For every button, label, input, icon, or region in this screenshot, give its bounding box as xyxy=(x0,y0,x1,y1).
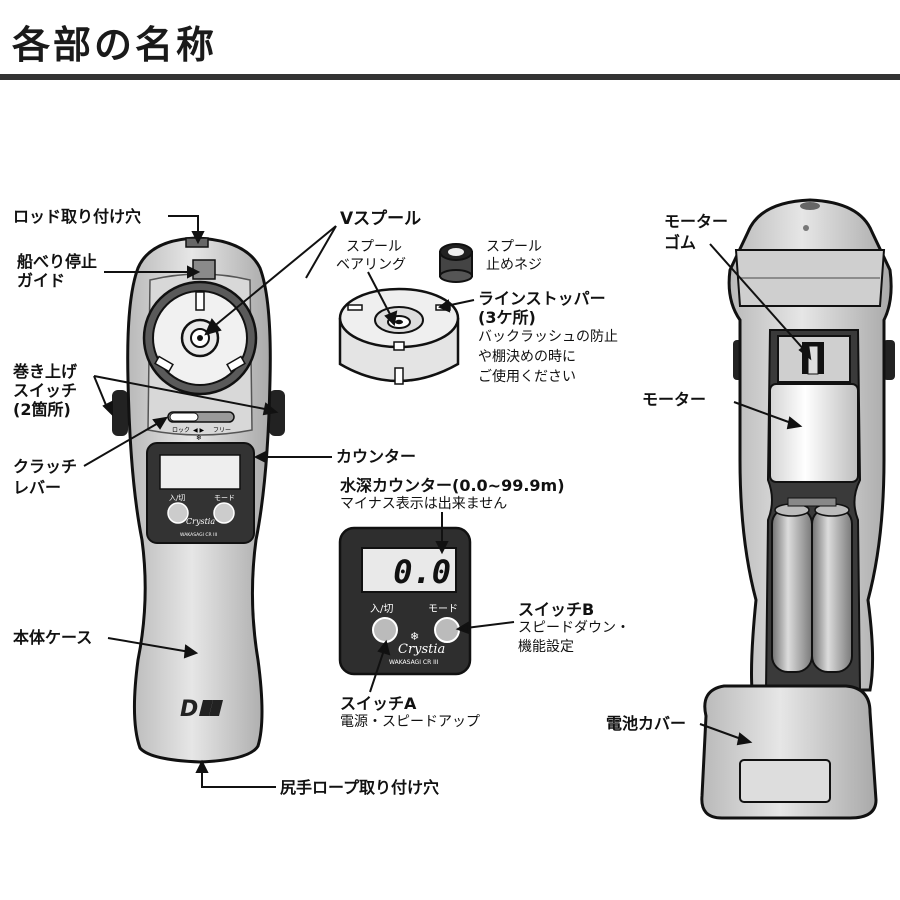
right-leader-lines xyxy=(699,243,812,746)
label-motor-rubber-line2: ゴム xyxy=(664,233,697,252)
label-spool-bearing-line1: スプール xyxy=(346,239,402,255)
title-underline xyxy=(0,74,900,80)
front-button-a-label: 入/切 xyxy=(169,494,185,502)
front-switch-b xyxy=(213,502,235,524)
label-spool-screw-line1: スプール xyxy=(486,239,542,255)
label-depth-counter: 水深カウンター(0.0~99.9m) xyxy=(340,476,565,495)
depth-counter-value: 0.0 xyxy=(393,553,451,591)
label-v-spool: Vスプール xyxy=(340,209,422,229)
clutch-lock-label: ロック xyxy=(172,427,190,434)
label-switch-b-desc2: 機能設定 xyxy=(518,639,574,655)
snowflake-icon: ❄ xyxy=(410,630,419,643)
spool-screw-icon xyxy=(439,243,473,283)
model-label: WAKASAGI CR III xyxy=(389,659,439,666)
switch-b-caption: モード xyxy=(428,604,458,615)
label-battery-cover: 電池カバー xyxy=(606,714,687,733)
front-brand-label: Crystia xyxy=(186,517,215,526)
windup-switch-left xyxy=(112,390,128,436)
label-switch-a: スイッチA xyxy=(340,694,417,713)
label-switch-a-desc: 電源・スピードアップ xyxy=(340,714,480,730)
label-spool-bearing-line2: ベアリング xyxy=(336,257,406,273)
counter-closeup: 0.0 入/切 モード ❄ Crystia WAKASAGI CR III xyxy=(338,526,472,676)
counter-display xyxy=(159,454,241,490)
front-button-b-label: モード xyxy=(214,494,235,502)
label-line-stopper-desc1: バックラッシュの防止 xyxy=(478,329,618,345)
snowflake-icon: ❄ xyxy=(196,434,202,442)
label-depth-counter-note: マイナス表示は出来ません xyxy=(340,496,508,512)
label-tail-rope-hole: 尻手ロープ取り付け穴 xyxy=(280,778,440,797)
label-windup-line2: スイッチ xyxy=(13,381,78,400)
label-clutch-line1: クラッチ xyxy=(13,457,78,476)
counter-leader-lines xyxy=(369,512,515,693)
page-title: 各部の名称 xyxy=(12,23,218,67)
daiwa-logo-icon: D xyxy=(180,697,198,722)
left-leader-lines xyxy=(83,215,337,788)
label-windup-line3: (2箇所) xyxy=(13,400,71,419)
front-switch-a xyxy=(167,502,189,524)
label-rod-hole: ロッド取り付け穴 xyxy=(13,207,142,226)
label-spool-screw-line2: 止めネジ xyxy=(486,257,542,273)
front-model-label: WAKASAGI CR III xyxy=(180,532,217,538)
label-windup-line1: 巻き上げ xyxy=(13,362,78,381)
v-spool-detail xyxy=(338,243,473,385)
switch-a-caption: 入/切 xyxy=(370,603,393,615)
label-switch-b: スイッチB xyxy=(518,600,595,619)
label-motor: モーター xyxy=(642,390,707,409)
label-guide-line2: ガイド xyxy=(17,271,66,290)
label-guide-line1: 船べり停止 xyxy=(17,252,98,271)
label-body-case: 本体ケース xyxy=(13,628,93,647)
label-line-stopper-desc2: や棚決めの時に xyxy=(478,349,576,365)
reel-inside-view xyxy=(700,198,895,820)
brand-label: Crystia xyxy=(398,642,445,657)
windup-switch-right xyxy=(269,390,285,436)
label-line-stopper-line1: ラインストッパー xyxy=(478,289,606,308)
clutch-lever xyxy=(169,412,199,422)
switch-b-button xyxy=(434,617,460,643)
boat-edge-stopper-guide xyxy=(192,259,216,280)
label-line-stopper-line2: (3ケ所) xyxy=(478,308,536,327)
label-counter: カウンター xyxy=(336,447,417,466)
clutch-arrow-icon: ◀ ▶ xyxy=(193,427,205,434)
clutch-free-label: フリー xyxy=(213,427,231,434)
motor-body xyxy=(769,383,859,483)
label-motor-rubber-line1: モーター xyxy=(664,212,729,231)
spool-leader-lines xyxy=(367,271,475,327)
reel-front-view: ロック ◀ ▶ フリー ❄ 入/切 モード Crystia WAKASAGI C… xyxy=(112,236,285,764)
battery-left xyxy=(771,507,813,673)
label-switch-b-desc1: スピードダウン・ xyxy=(518,620,630,636)
label-line-stopper-desc3: ご使用ください xyxy=(478,369,576,385)
depth-counter-display xyxy=(361,547,457,593)
switch-a-button xyxy=(372,617,398,643)
battery-right xyxy=(811,507,853,673)
label-clutch-line2: レバー xyxy=(13,478,62,497)
